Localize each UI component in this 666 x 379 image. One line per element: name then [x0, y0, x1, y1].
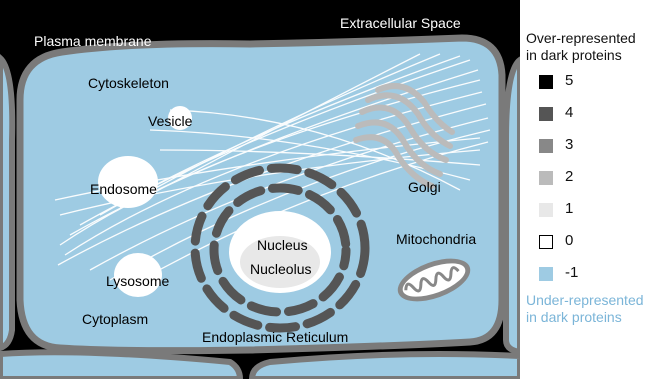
legend-foot-line2: in dark proteins [526, 309, 666, 326]
legend-swatch [539, 267, 553, 281]
label-golgi: Golgi [408, 179, 441, 195]
legend-value: 2 [565, 168, 573, 185]
legend-value: 3 [565, 136, 573, 153]
legend-value: -1 [565, 264, 578, 281]
legend-item: 0 [526, 226, 666, 258]
legend-swatch [539, 171, 553, 185]
legend-title-line2: in dark proteins [526, 47, 666, 64]
neighbor-cell-right [506, 60, 520, 352]
label-extracellular: Extracellular Space [340, 15, 461, 31]
label-mitochondria: Mitochondria [396, 231, 476, 247]
legend-swatch [539, 107, 553, 121]
legend-value: 0 [565, 232, 573, 249]
label-vesicle: Vesicle [148, 113, 193, 129]
label-nucleolus: Nucleolus [250, 261, 311, 277]
legend-swatch [539, 75, 553, 89]
legend-value: 5 [565, 72, 573, 89]
legend-title-line1: Over-represented [526, 30, 666, 47]
legend-item: -1 [526, 258, 666, 290]
legend-foot-line1: Under-represented [526, 292, 666, 309]
label-plasma-membrane: Plasma membrane [34, 33, 152, 49]
legend-value: 4 [565, 104, 573, 121]
legend-swatch [539, 203, 553, 217]
legend-item: 3 [526, 130, 666, 162]
cell-diagram: Extracellular Space Plasma membrane Cyto… [0, 0, 520, 379]
label-endosome: Endosome [90, 181, 157, 197]
legend-swatch [539, 139, 553, 153]
label-er: Endoplasmic Reticulum [202, 329, 348, 345]
label-nucleus: Nucleus [257, 237, 308, 253]
legend-swatch [539, 235, 553, 249]
legend-item: 5 [526, 66, 666, 98]
neighbor-cell-bottom-right [252, 354, 520, 379]
legend-item: 4 [526, 98, 666, 130]
legend: Over-represented in dark proteins 5 4 3 2 1 0… [526, 30, 666, 326]
neighbor-cell-left [0, 58, 12, 348]
legend-items: 5 4 3 2 1 0 -1 [526, 66, 666, 290]
label-lysosome: Lysosome [106, 273, 170, 289]
label-cytoskeleton: Cytoskeleton [88, 75, 169, 91]
legend-item: 2 [526, 162, 666, 194]
legend-value: 1 [565, 200, 573, 217]
legend-item: 1 [526, 194, 666, 226]
label-cytoplasm: Cytoplasm [82, 311, 148, 327]
